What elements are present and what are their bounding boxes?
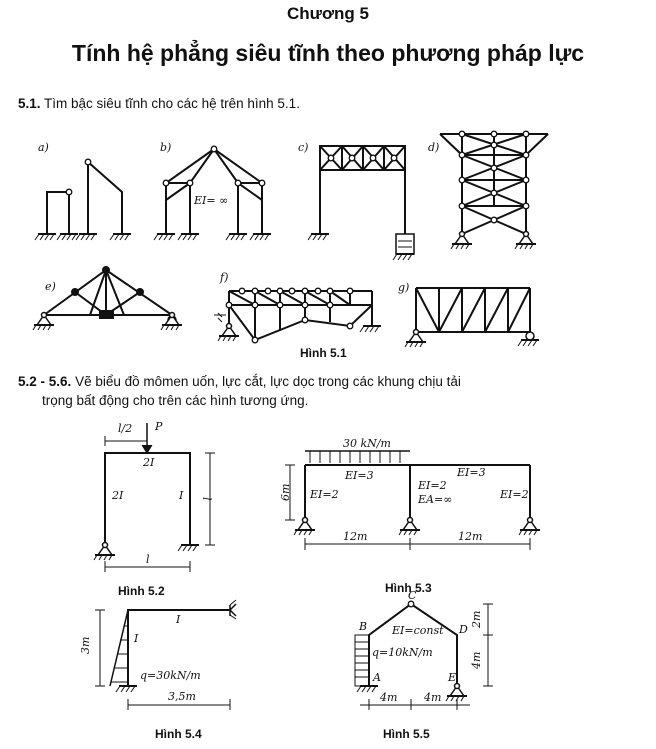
caption-fig55: Hình 5.5 — [383, 727, 430, 741]
problem-5-2-5-6: 5.2 - 5.6. Vẽ biểu đồ mômen uốn, lực cắt… — [18, 372, 638, 410]
stiffness-label: EI=const — [391, 624, 444, 637]
problem-5-1: 5.1. Tìm bậc siêu tĩnh cho các hệ trên h… — [18, 96, 300, 111]
dim-l-half: l/2 — [118, 422, 132, 435]
label-a: a) — [38, 141, 49, 154]
problem-number: 5.2 - 5.6. — [18, 374, 72, 389]
dim-height: 3m — [79, 637, 92, 654]
fig55: C B D A E EI=const q=10kN/m 2m 4m 4m 4m … — [354, 589, 493, 741]
load-label: q=30kN/m — [140, 669, 201, 682]
node-b: B — [358, 620, 367, 633]
col2-axial: EA=∞ — [417, 493, 452, 506]
node-a: A — [372, 671, 381, 684]
col3-stiffness: EI=2 — [499, 488, 529, 501]
label-c: c) — [298, 141, 308, 154]
fig51-b: b) EI= ∞ — [153, 141, 272, 241]
dim-span2: 12m — [458, 530, 482, 543]
chapter-heading: Chương 5 — [286, 4, 369, 23]
load-p: P — [154, 420, 163, 433]
load-label: q=10kN/m — [372, 646, 433, 659]
left-column-stiffness: 2I — [111, 489, 124, 502]
caption-fig53: Hình 5.3 — [385, 581, 432, 595]
problem-number: 5.1. — [18, 96, 41, 111]
fig51-d: d) — [428, 130, 549, 250]
dim-h1: 2m — [470, 611, 483, 629]
beam-stiffness: I — [175, 613, 181, 626]
beam-stiffness: 2I — [142, 456, 155, 469]
node-d: D — [458, 623, 468, 636]
dim-height: 6m — [279, 484, 292, 501]
fig52: l/2 P 2I 2I I l l Hình 5.2 — [93, 420, 215, 598]
right-column-stiffness: I — [178, 489, 184, 502]
caption-fig52: Hình 5.2 — [118, 584, 165, 598]
dim-s1: 4m — [379, 691, 397, 704]
dim-l-side: l — [200, 497, 213, 501]
ei-infinite-label: EI= ∞ — [193, 194, 228, 207]
problem-text: Tìm bậc siêu tĩnh cho các hệ trên hình 5… — [44, 96, 300, 111]
dim-span: 3,5m — [168, 690, 196, 703]
fig53: 30 kN/m EI=3 EI=3 EI=2 EI=2 EA=∞ EI=2 6m… — [279, 437, 541, 595]
label-g: g) — [398, 281, 409, 294]
dim-span1: 12m — [343, 530, 367, 543]
label-d: d) — [428, 141, 439, 154]
load-label: 30 kN/m — [343, 437, 391, 450]
fig51-a: a) — [34, 141, 132, 241]
dim-h2: 4m — [470, 652, 483, 670]
fig51-c: c) — [298, 141, 415, 261]
fig51-g: g) — [398, 281, 540, 348]
node-c: C — [408, 589, 417, 602]
col2-stiffness: EI=2 — [417, 479, 447, 492]
dim-l-bottom: l — [146, 553, 150, 566]
beam2-stiffness: EI=3 — [456, 466, 486, 479]
column-stiffness: I — [133, 632, 139, 645]
label-f: f) — [219, 271, 228, 284]
problem-text-line1: Vẽ biểu đồ mômen uốn, lực cắt, lực dọc t… — [75, 374, 461, 389]
col1-stiffness: EI=2 — [309, 488, 339, 501]
fig51-e: e) — [32, 266, 183, 331]
node-e: E — [447, 671, 456, 684]
fig51-f: f) — [214, 271, 382, 344]
dim-s2: 4m — [423, 691, 441, 704]
caption-fig51: Hình 5.1 — [300, 346, 347, 360]
page-title: Tính hệ phẳng siêu tĩnh theo phương pháp… — [71, 40, 585, 66]
label-e: e) — [45, 280, 56, 293]
problem-text-line2: trọng bất động cho trên các hình tương ứ… — [42, 393, 309, 408]
beam1-stiffness: EI=3 — [344, 469, 374, 482]
label-b: b) — [160, 141, 171, 154]
fig54: I I q=30kN/m 3m 3,5m Hình 5.4 — [79, 599, 237, 741]
caption-fig54: Hình 5.4 — [155, 727, 202, 741]
